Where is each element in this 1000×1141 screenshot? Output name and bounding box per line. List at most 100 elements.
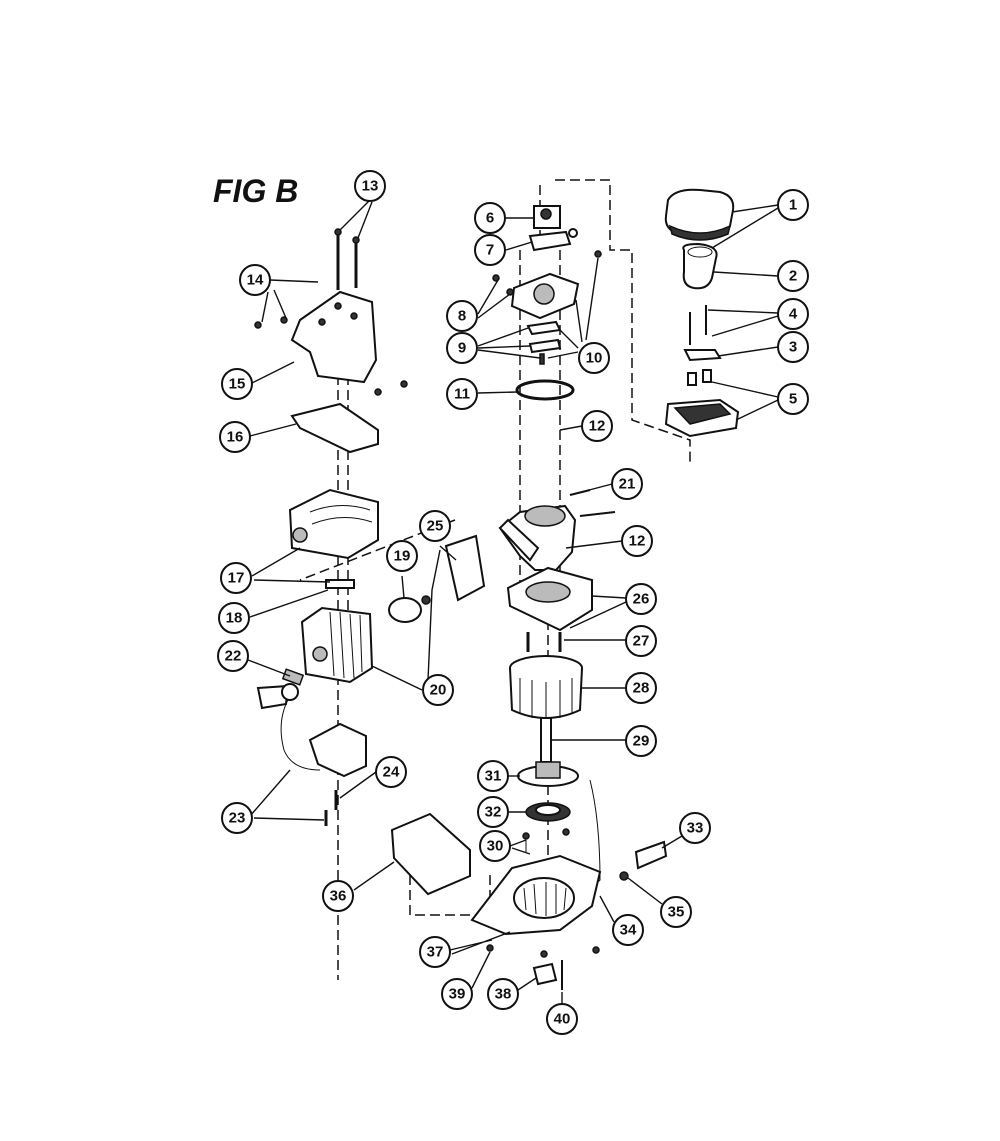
- part-o-ring: [515, 379, 575, 401]
- svg-text:17: 17: [228, 570, 245, 587]
- callout-10: 10: [578, 342, 610, 374]
- callout-13: 13: [354, 170, 386, 202]
- callout-8: 8: [446, 300, 478, 332]
- svg-text:34: 34: [620, 922, 637, 939]
- callout-23: 23: [221, 802, 253, 834]
- svg-text:14: 14: [247, 272, 264, 289]
- callout-16: 16: [219, 421, 251, 453]
- callout-38: 38: [487, 978, 519, 1010]
- callout-22: 22: [217, 640, 249, 672]
- callout-4: 4: [777, 298, 809, 330]
- callout-12-upper: 12: [581, 410, 613, 442]
- svg-text:10: 10: [586, 350, 603, 367]
- callout-39: 39: [441, 978, 473, 1010]
- callout-24: 24: [375, 756, 407, 788]
- callout-12-lower: 12: [621, 525, 653, 557]
- svg-text:30: 30: [487, 838, 504, 855]
- part-long-bolts: [334, 228, 360, 290]
- svg-text:13: 13: [362, 178, 379, 195]
- callout-30: 30: [479, 830, 511, 862]
- svg-text:38: 38: [495, 986, 512, 1003]
- svg-text:26: 26: [633, 591, 650, 608]
- svg-text:12: 12: [589, 418, 606, 435]
- part-air-filter-cover: [664, 188, 735, 241]
- part-cylinder-cover: [288, 488, 379, 560]
- part-fan-housing: [506, 566, 593, 632]
- svg-text:12: 12: [629, 533, 646, 550]
- svg-text:8: 8: [458, 308, 466, 325]
- callout-5: 5: [777, 383, 809, 415]
- leader-lines: [247, 199, 779, 1004]
- part-cylinder: [300, 606, 374, 684]
- part-gaskets: [526, 320, 562, 365]
- svg-text:37: 37: [427, 944, 444, 961]
- callout-33: 33: [679, 812, 711, 844]
- svg-text:15: 15: [229, 376, 246, 393]
- callout-1: 1: [777, 189, 809, 221]
- callout-36: 36: [322, 880, 354, 912]
- callout-40: 40: [546, 1003, 578, 1035]
- callout-7: 7: [474, 234, 506, 266]
- part-crankcase: [498, 489, 616, 571]
- part-pulley: [517, 761, 579, 787]
- svg-text:19: 19: [394, 548, 411, 565]
- part-ignition-coil: [280, 683, 367, 778]
- callout-25: 25: [419, 510, 451, 542]
- callout-6: 6: [474, 202, 506, 234]
- svg-text:28: 28: [633, 680, 650, 697]
- svg-text:3: 3: [789, 339, 797, 356]
- callout-9: 9: [446, 332, 478, 364]
- svg-text:18: 18: [226, 610, 243, 627]
- part-starter-handle: [579, 779, 668, 901]
- svg-text:9: 9: [458, 340, 466, 357]
- part-filter-element: [682, 242, 718, 290]
- callout-34: 34: [612, 914, 644, 946]
- svg-text:6: 6: [486, 210, 494, 227]
- part-bottom-hardware: [486, 944, 600, 990]
- figure-title: FIG B: [213, 173, 298, 209]
- part-filter-base: [664, 398, 740, 438]
- callout-21: 21: [611, 468, 643, 500]
- part-intake-block: [492, 250, 602, 320]
- callout-19: 19: [386, 540, 418, 572]
- svg-text:31: 31: [485, 768, 502, 785]
- callout-14: 14: [239, 264, 271, 296]
- part-starter-screws: [522, 828, 570, 852]
- part-starter-housing: [470, 854, 602, 936]
- svg-text:16: 16: [227, 429, 244, 446]
- callout-27: 27: [625, 625, 657, 657]
- callout-28: 28: [625, 672, 657, 704]
- svg-text:22: 22: [225, 648, 242, 665]
- part-top-cover: [254, 290, 408, 396]
- svg-text:39: 39: [449, 986, 466, 1003]
- svg-text:35: 35: [668, 904, 685, 921]
- callout-32: 32: [477, 796, 509, 828]
- svg-text:1: 1: [789, 197, 797, 214]
- part-housing-screws: [526, 632, 562, 652]
- callout-37: 37: [419, 936, 451, 968]
- svg-text:21: 21: [619, 476, 636, 493]
- part-muffler-shield: [444, 534, 486, 602]
- svg-text:32: 32: [485, 804, 502, 821]
- callout-17: 17: [220, 562, 252, 594]
- callout-2: 2: [777, 260, 809, 292]
- svg-text:24: 24: [383, 764, 400, 781]
- part-flywheel: [509, 655, 583, 720]
- callout-29: 29: [625, 725, 657, 757]
- svg-text:20: 20: [430, 682, 447, 699]
- svg-text:7: 7: [486, 242, 494, 259]
- part-carburetor: [528, 205, 578, 252]
- part-coil-screws: [324, 790, 338, 826]
- svg-text:27: 27: [633, 633, 650, 650]
- callout-35: 35: [660, 896, 692, 928]
- callout-15: 15: [221, 368, 253, 400]
- part-pin: [540, 717, 552, 763]
- svg-text:29: 29: [633, 733, 650, 750]
- svg-text:40: 40: [554, 1011, 571, 1028]
- part-muffler-cap: [388, 595, 431, 623]
- callout-20: 20: [422, 674, 454, 706]
- callout-3: 3: [777, 331, 809, 363]
- svg-text:2: 2: [789, 268, 797, 285]
- svg-text:11: 11: [454, 386, 470, 403]
- callout-18: 18: [218, 602, 250, 634]
